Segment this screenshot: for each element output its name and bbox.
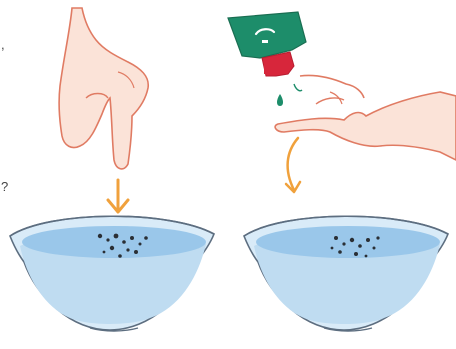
pepper-flakes-right [330, 236, 380, 258]
pointing-hand-icon [58, 7, 150, 170]
curved-arrow-icon [284, 136, 302, 194]
down-arrow-icon [106, 178, 130, 214]
pepper-flakes-left [97, 233, 148, 258]
bowl-left-icon [9, 215, 216, 332]
bowl-right-icon [243, 215, 450, 332]
cropped-text-middle: ? [1, 179, 9, 194]
cropped-text-top: , [1, 37, 5, 52]
bottle-hand-icon [227, 11, 456, 161]
